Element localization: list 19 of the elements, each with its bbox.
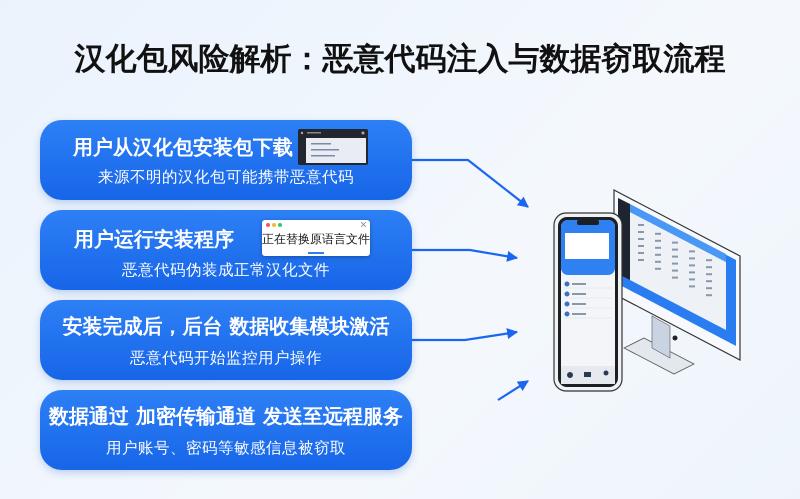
step-description: 用户账号、密码等敏感信息被窃取 [105, 438, 347, 459]
dialog-text: 正在替换原语言文件 [262, 231, 370, 248]
step-title: 数据通过 加密传输通道 发送至远程服务 [48, 403, 404, 430]
step-box [40, 300, 412, 380]
step-description: 来源不明的汉化包可能携带恶意代码 [97, 167, 355, 188]
step-title: 安装完成后，后台 数据收集模块激活 [62, 313, 390, 340]
arrow [412, 328, 518, 342]
step-box [40, 210, 412, 290]
title: 汉化包风险解析：恶意代码注入与数据窃取流程 [74, 40, 726, 79]
step-description: 恶意代码伪装成正常汉化文件 [121, 260, 331, 281]
arrow [412, 158, 529, 208]
dialog-window [262, 220, 370, 256]
arrow [497, 380, 529, 401]
step-box [40, 120, 412, 200]
arrow [412, 248, 518, 262]
step-title: 用户从汉化包安装包下载 [73, 134, 293, 161]
step-box [40, 390, 412, 470]
step-title: 用户运行安装程序 [74, 226, 234, 253]
step-description: 恶意代码开始监控用户操作 [129, 348, 323, 369]
